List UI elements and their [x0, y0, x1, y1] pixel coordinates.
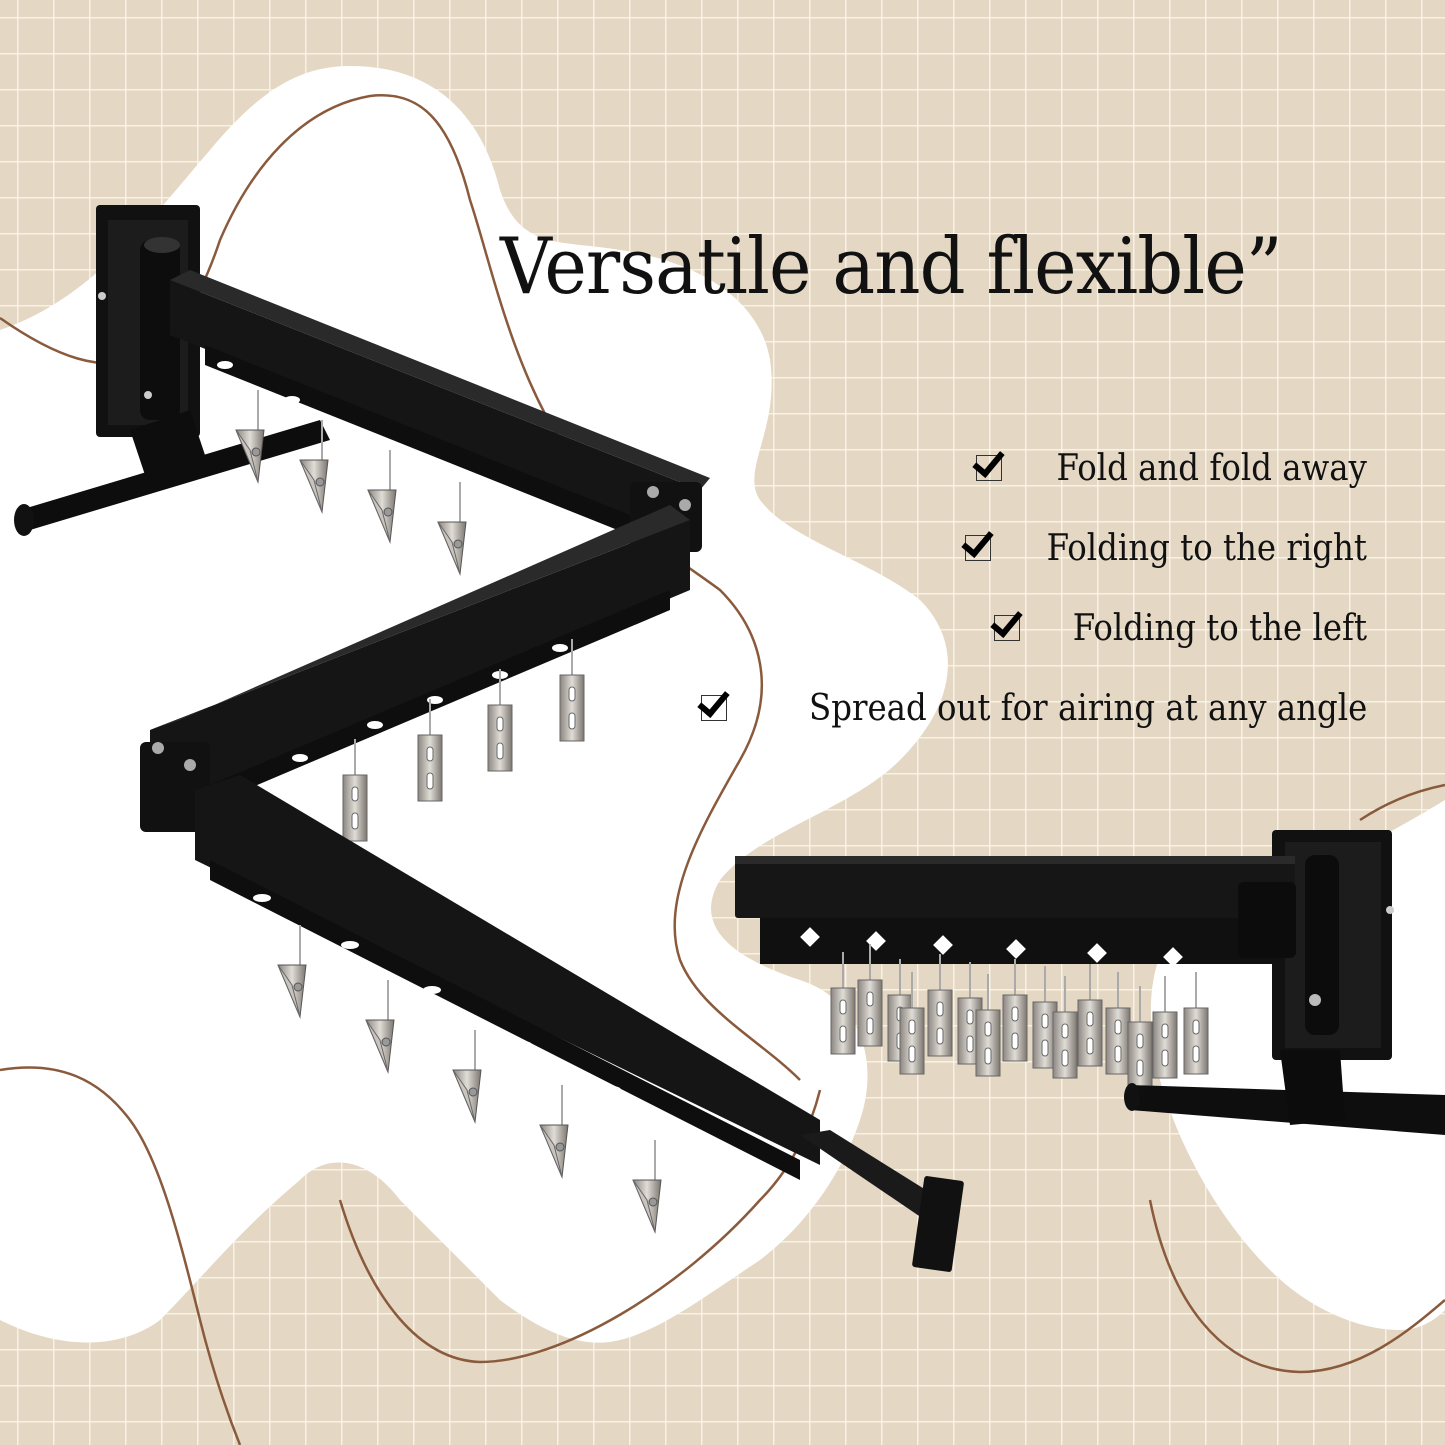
feature-label: Folding to the left	[1072, 607, 1367, 649]
feature-label: Spread out for airing at any angle	[808, 687, 1367, 729]
left-wall-bracket	[96, 205, 210, 490]
feature-label: Folding to the right	[1046, 527, 1367, 569]
feature-list: Fold and fold away Folding to the right …	[607, 444, 1367, 764]
checkbox-checked-icon	[965, 535, 992, 561]
right-folded-rack	[735, 830, 1445, 1135]
feature-item: Fold and fold away	[607, 444, 1367, 492]
headline: Versatile and flexible”	[500, 222, 1283, 312]
feature-item: Folding to the right	[607, 524, 1367, 572]
feature-label: Fold and fold away	[1056, 447, 1367, 489]
feature-item: Folding to the left	[607, 604, 1367, 652]
checkbox-checked-icon	[700, 695, 727, 721]
checkbox-checked-icon	[976, 455, 1003, 481]
feature-item: Spread out for airing at any angle	[607, 684, 1367, 732]
checkbox-checked-icon	[993, 615, 1020, 641]
